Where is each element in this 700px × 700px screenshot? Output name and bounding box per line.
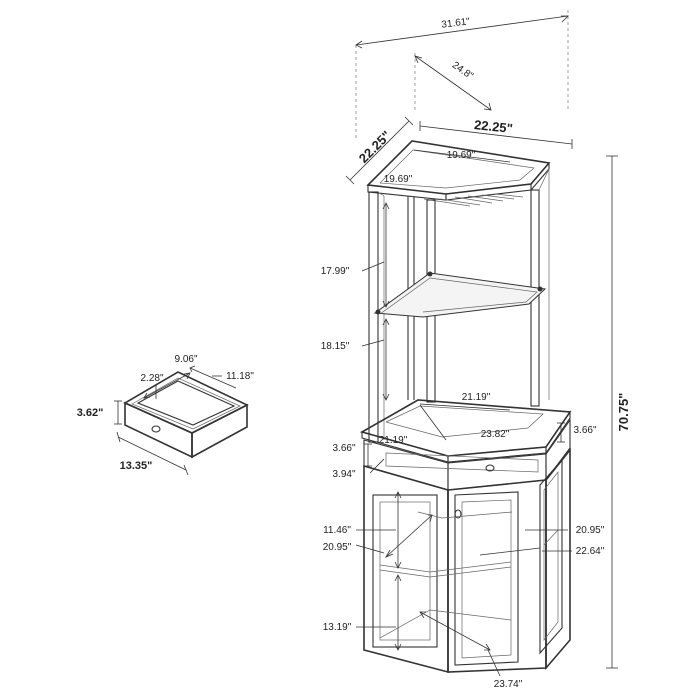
dim-drawer-band-lower: 3.94" <box>332 469 355 480</box>
dim-top-side-left: 22.25" <box>356 128 394 166</box>
counter-top <box>359 399 572 463</box>
dim-drawer-inner-depth: 11.18" <box>226 371 254 382</box>
dim-cabinet-lower-gap: 13.19" <box>323 622 352 633</box>
dim-counter-back: 21.19" <box>462 392 491 403</box>
dim-drawer-width: 13.35" <box>120 460 153 472</box>
lower-cabinet <box>363 447 571 674</box>
dim-drawer-band-left: 3.66" <box>332 443 355 454</box>
drawer-detail <box>123 371 249 459</box>
cabinet-shelves <box>379 511 559 639</box>
cabinet-dims <box>355 491 572 677</box>
dim-base-diag: 23.74" <box>494 679 523 690</box>
dim-counter-front: 23.82" <box>481 429 510 440</box>
shelf-gap-lower-dim <box>361 318 390 401</box>
dim-cabinet-inner-right: 20.95" <box>576 525 605 536</box>
dim-counter-left: 21.19" <box>379 435 408 446</box>
dim-top-inner-left: 19.69" <box>384 174 413 185</box>
dim-drawer-height: 3.62" <box>77 407 104 419</box>
drawer-band <box>363 418 571 491</box>
dim-shelf-gap-upper: 17.99" <box>321 266 350 277</box>
dim-overall-height: 70.75" <box>616 393 631 432</box>
dim-top-width: 31.61" <box>441 16 471 30</box>
glass-shelf <box>373 271 547 318</box>
dim-cabinet-inner-diag: 22.64" <box>576 546 605 557</box>
dim-top-depth: 24.8" <box>450 60 476 82</box>
dim-drawer-inner-width: 9.06" <box>174 354 197 365</box>
shelf-gap-upper-dim <box>361 202 390 308</box>
drawer-band-left-dim <box>364 443 385 474</box>
drawer-dims <box>114 365 237 476</box>
stemware-rack <box>423 193 524 207</box>
overall-height-dim <box>606 155 618 669</box>
front-glass-door <box>454 491 519 666</box>
dim-cabinet-shelf-gap: 11.46" <box>323 525 351 536</box>
top-dimension-lines <box>345 10 573 185</box>
right-glass-door <box>539 458 563 655</box>
dim-drawer-band-right: 3.66" <box>573 425 596 436</box>
dim-cabinet-inner-left: 20.95" <box>323 542 352 553</box>
dim-top-side-right: 22.25" <box>473 117 513 136</box>
drawer-band-right-dim <box>557 422 565 443</box>
dim-shelf-gap-lower: 18.15" <box>321 341 350 352</box>
dim-drawer-inner-height: 2.28" <box>140 373 163 384</box>
